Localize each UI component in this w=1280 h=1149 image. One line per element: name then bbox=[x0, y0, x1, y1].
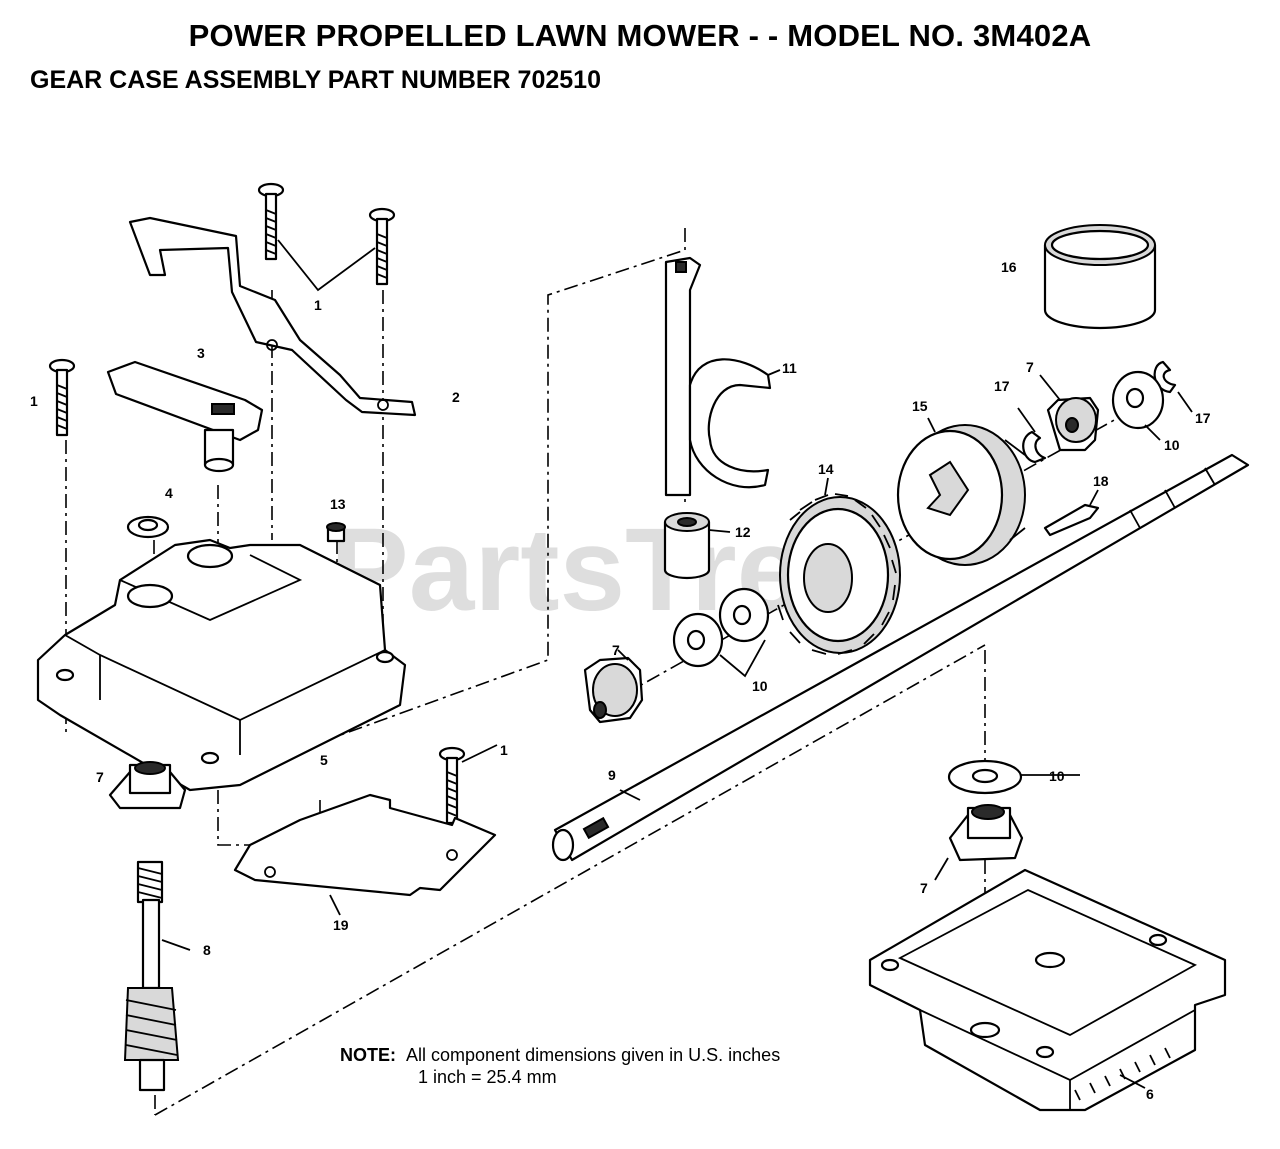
note-label: NOTE: bbox=[340, 1045, 396, 1065]
callout-16: 16 bbox=[1001, 259, 1017, 275]
callout-1: 1 bbox=[314, 297, 322, 313]
part-4-washer[interactable] bbox=[126, 515, 170, 539]
watermark: PartsTree bbox=[330, 504, 868, 636]
part-10-washer-bottom[interactable] bbox=[947, 759, 1080, 795]
callout-2: 2 bbox=[452, 389, 460, 405]
part-9-drive-shaft[interactable] bbox=[551, 453, 1250, 862]
callout-8: 8 bbox=[203, 942, 211, 958]
callout-7: 7 bbox=[1026, 359, 1034, 375]
screw-callout-lines bbox=[277, 239, 498, 763]
part-1-screw-a[interactable] bbox=[48, 358, 76, 437]
part-2-bracket[interactable] bbox=[128, 216, 417, 417]
callout-11: 11 bbox=[782, 360, 797, 376]
part-14-helical-gear[interactable] bbox=[777, 477, 901, 655]
callout-12: 12 bbox=[735, 524, 751, 540]
part-10-washer-top[interactable] bbox=[1111, 370, 1165, 441]
part-12-sleeve[interactable] bbox=[663, 512, 731, 580]
dimension-note: NOTE: All component dimensions given in U… bbox=[340, 1044, 780, 1088]
part-10-washer-middle-a[interactable] bbox=[672, 612, 724, 668]
callout-19: 19 bbox=[333, 917, 349, 933]
callout-10: 10 bbox=[1164, 437, 1180, 453]
part-7-bushing-bottom[interactable] bbox=[934, 804, 1024, 881]
callout-1: 1 bbox=[500, 742, 508, 758]
part-15-clutch-drum[interactable] bbox=[896, 417, 1026, 566]
part-1-screw-b[interactable] bbox=[257, 182, 285, 261]
washer-callout-line bbox=[719, 639, 766, 678]
part-1-screw-d[interactable] bbox=[438, 746, 466, 825]
callout-17: 17 bbox=[994, 378, 1010, 394]
diagram-subtitle: GEAR CASE ASSEMBLY PART NUMBER 702510 bbox=[30, 66, 601, 94]
callout-13: 13 bbox=[330, 496, 346, 512]
callout-9: 9 bbox=[608, 767, 616, 783]
part-16-bearing-cup[interactable] bbox=[1043, 224, 1157, 330]
diagram-title: POWER PROPELLED LAWN MOWER - - MODEL NO.… bbox=[188, 18, 1092, 53]
part-10-washer-middle-b[interactable] bbox=[718, 587, 770, 643]
callout-10: 10 bbox=[1049, 768, 1065, 784]
callout-1: 1 bbox=[30, 393, 38, 409]
callout-14: 14 bbox=[818, 461, 834, 477]
part-5-gear-case-housing[interactable] bbox=[36, 538, 407, 792]
callout-5: 5 bbox=[320, 752, 328, 768]
part-8-worm-shaft[interactable] bbox=[123, 860, 191, 1092]
note-line-2: 1 inch = 25.4 mm bbox=[418, 1067, 557, 1087]
callout-17: 17 bbox=[1195, 410, 1211, 426]
note-line-1: All component dimensions given in U.S. i… bbox=[406, 1045, 781, 1065]
part-19-gasket[interactable] bbox=[233, 793, 497, 916]
part-6-lower-gear-case[interactable] bbox=[868, 868, 1227, 1112]
callout-18: 18 bbox=[1093, 473, 1109, 489]
callout-7: 7 bbox=[612, 642, 620, 658]
callout-7: 7 bbox=[920, 880, 928, 896]
part-3-shifter-plate[interactable] bbox=[106, 360, 264, 473]
callout-labels: 1 1 1 2 3 4 5 6 7 7 7 7 8 9 10 10 10 11 … bbox=[30, 259, 1211, 1102]
part-18-key[interactable] bbox=[1043, 489, 1100, 537]
part-7-bushing-left[interactable] bbox=[108, 761, 187, 810]
callout-10: 10 bbox=[752, 678, 768, 694]
part-7-bushing-middle[interactable] bbox=[583, 649, 644, 724]
part-11-shift-fork[interactable] bbox=[664, 256, 781, 497]
callout-4: 4 bbox=[165, 485, 173, 501]
callout-15: 15 bbox=[912, 398, 928, 414]
part-1-screw-c[interactable] bbox=[368, 207, 396, 286]
callout-3: 3 bbox=[197, 345, 205, 361]
callout-6: 6 bbox=[1146, 1086, 1154, 1102]
part-17-retaining-ring-a[interactable] bbox=[1017, 407, 1047, 464]
callout-7: 7 bbox=[96, 769, 104, 785]
part-7-bushing-right[interactable] bbox=[1039, 374, 1100, 452]
